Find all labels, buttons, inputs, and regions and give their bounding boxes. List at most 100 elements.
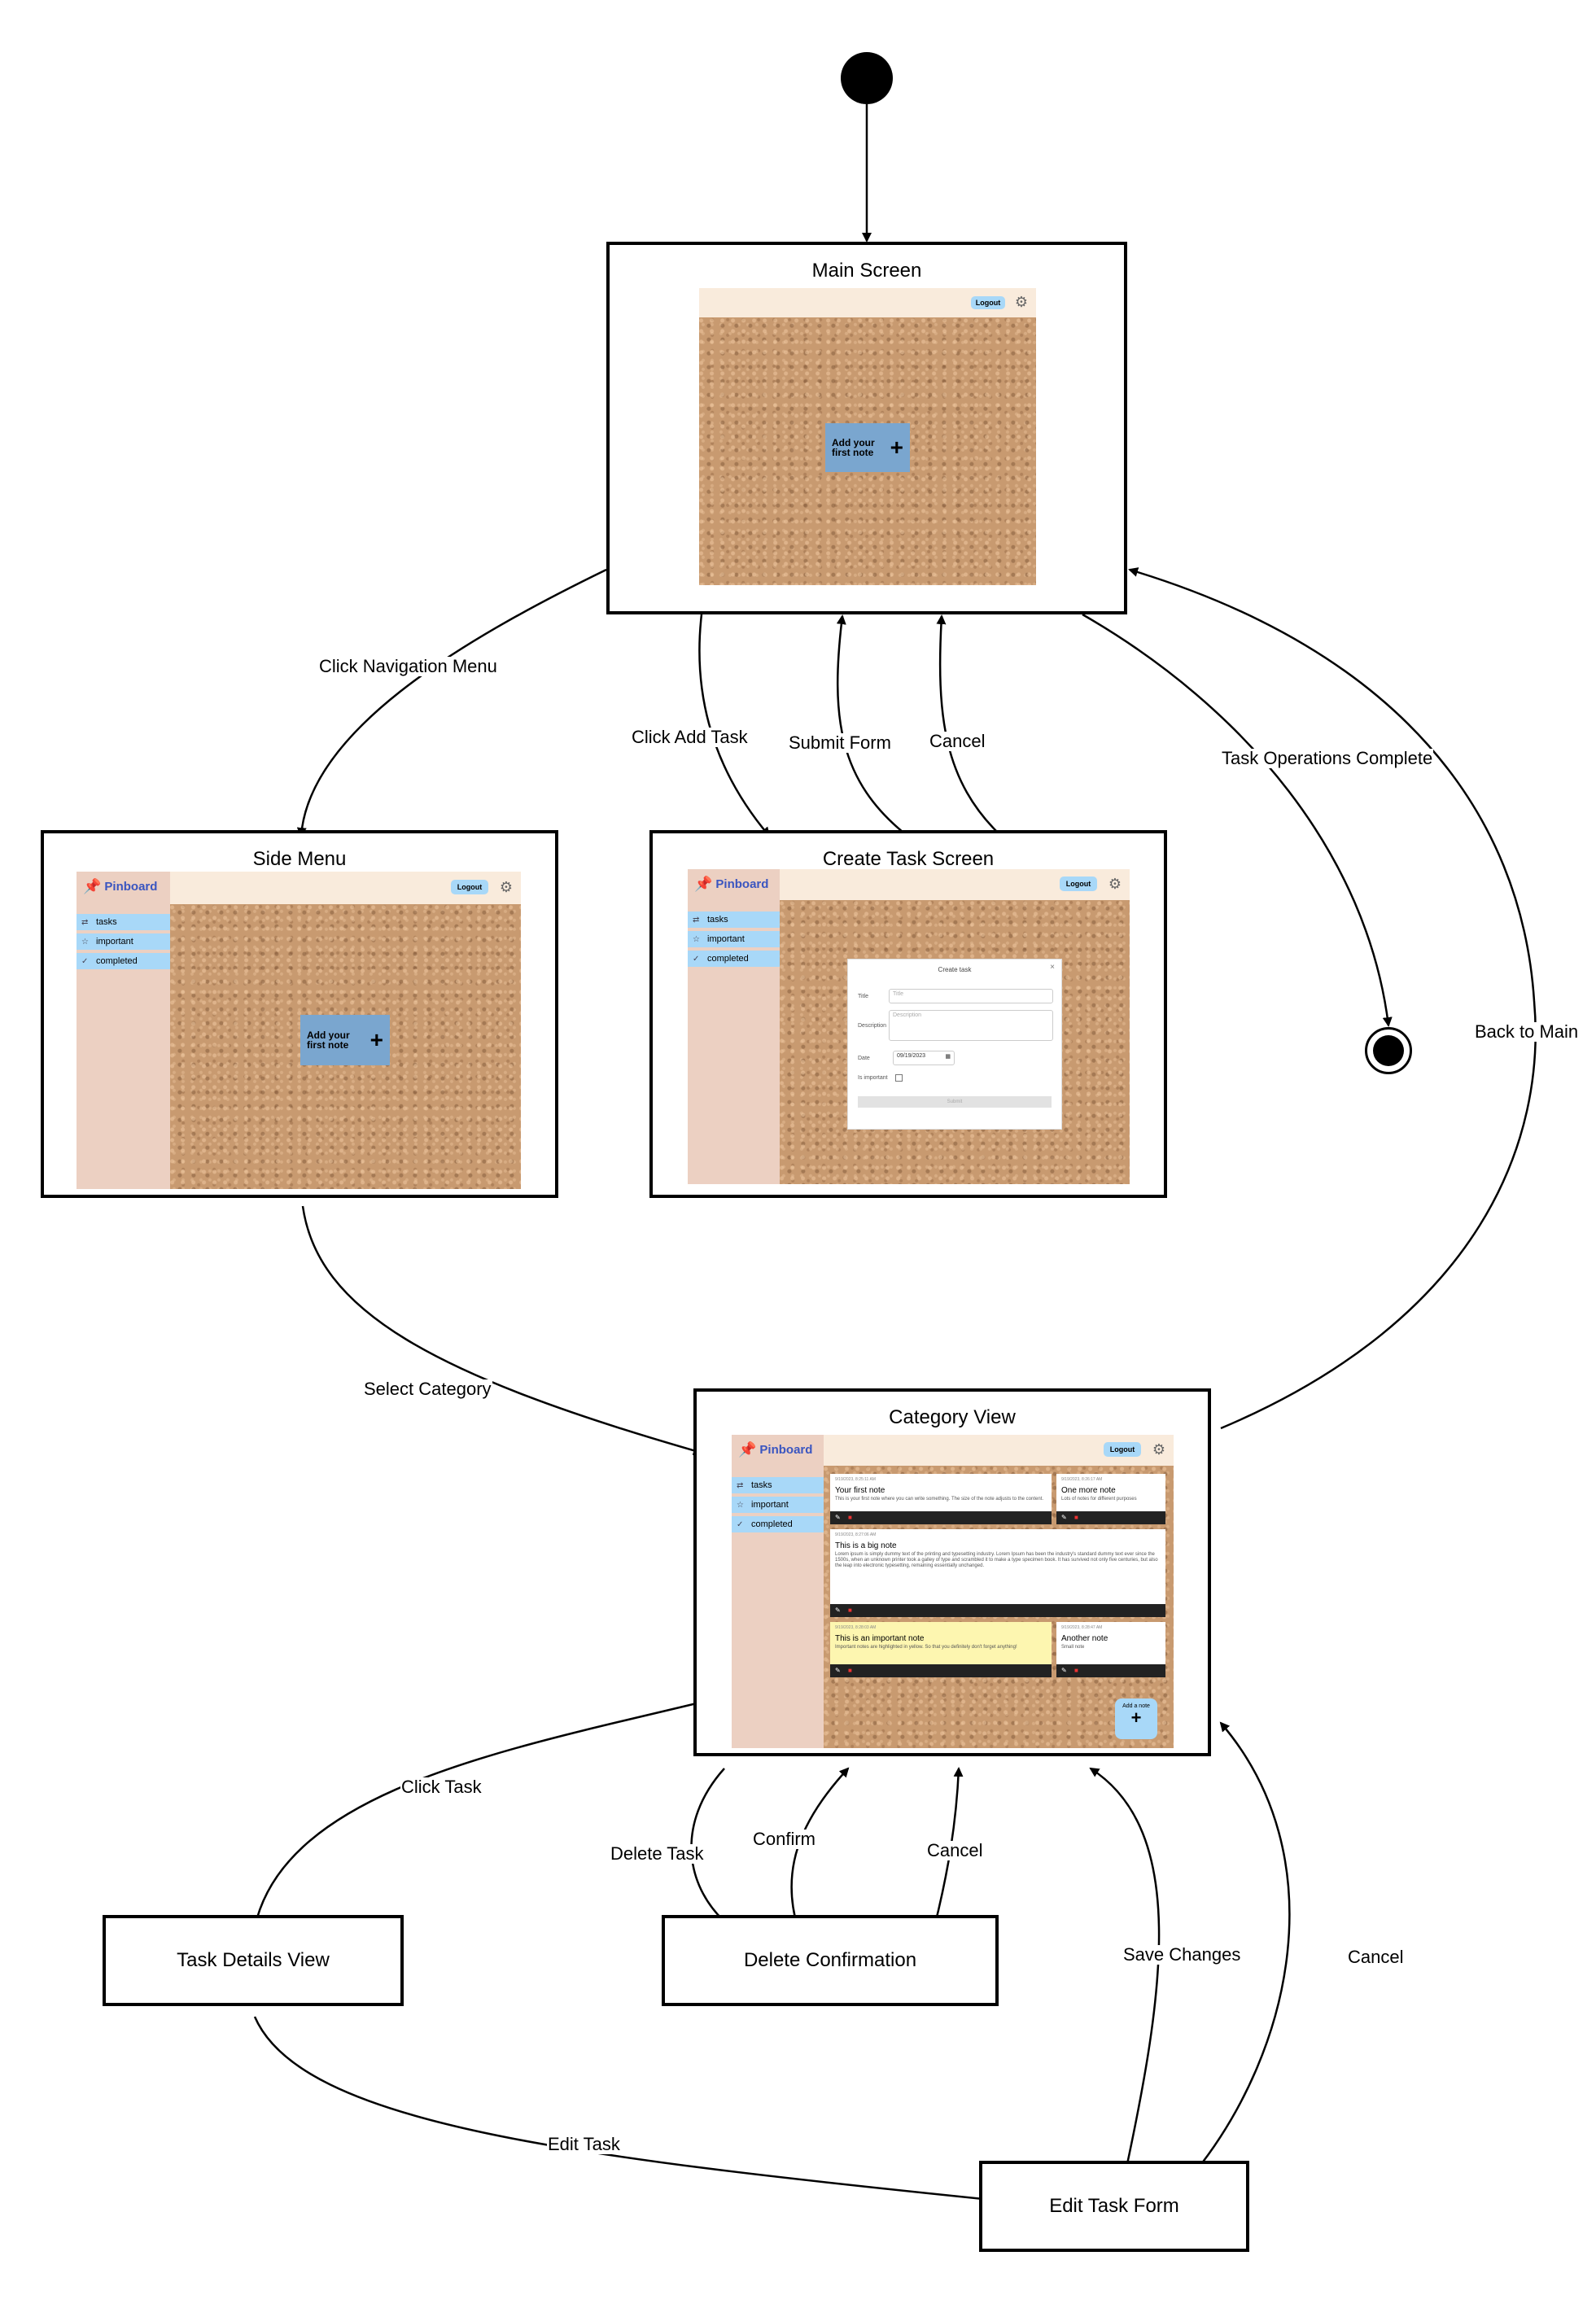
add-first-note-label: Add your first note (307, 1030, 350, 1051)
side-menu-mock: Logout ⚙ Add your first note + 📌Pinboard… (77, 872, 521, 1189)
label-cancel-edit: Cancel (1347, 1947, 1405, 1967)
state-edit-task-form: Edit Task Form (979, 2161, 1249, 2252)
state-category-view: Category View Logout ⚙ 9/19/2023, 8:25:1… (693, 1388, 1211, 1756)
final-state-node (1365, 1027, 1412, 1074)
create-task-mock: Logout ⚙ Create task × Title Title Descr… (688, 869, 1130, 1184)
plus-icon: + (369, 1027, 383, 1052)
delete-icon[interactable]: ■ (848, 1514, 852, 1521)
edit-icon[interactable]: ✎ (835, 1607, 841, 1614)
star-icon: ☆ (737, 1500, 744, 1510)
note-title: This is an important note (835, 1634, 925, 1643)
nav-label: completed (96, 956, 138, 966)
category-view-mock: Logout ⚙ 9/19/2023, 8:25:11 AM Your firs… (732, 1435, 1174, 1748)
label-task-operations-complete: Task Operations Complete (1221, 748, 1434, 768)
app-topbar: Logout ⚙ (699, 288, 1036, 317)
important-checkbox[interactable] (895, 1074, 903, 1082)
edit-icon[interactable]: ✎ (1061, 1667, 1067, 1674)
state-title: Task Details View (177, 1949, 330, 1971)
edit-icon[interactable]: ✎ (1061, 1514, 1067, 1521)
note-card[interactable]: 9/19/2023, 8:25:11 AM Your first note Th… (830, 1474, 1052, 1524)
logout-button[interactable]: Logout (971, 296, 1005, 309)
nav-label: important (707, 934, 745, 944)
state-main-screen: Main Screen Logout ⚙ Add your first note… (606, 242, 1127, 614)
logout-button[interactable]: Logout (451, 880, 488, 894)
note-card[interactable]: 9/19/2023, 8:28:47 AM Another note Small… (1056, 1622, 1165, 1677)
nav-label: tasks (96, 917, 117, 927)
label-save-changes: Save Changes (1122, 1944, 1242, 1965)
nav-item-important[interactable]: ☆important (688, 931, 780, 947)
note-card[interactable]: 9/19/2023, 8:27:06 AM This is a big note… (830, 1529, 1165, 1617)
side-navigation: 📌Pinboard ⇄tasks ☆important ✓completed (688, 869, 780, 1184)
note-body: Lots of notes for different purposes (1061, 1497, 1137, 1502)
logout-button[interactable]: Logout (1104, 1442, 1141, 1457)
label-cancel-delete: Cancel (926, 1840, 984, 1860)
nav-item-completed[interactable]: ✓completed (77, 953, 170, 969)
note-date: 9/19/2023, 8:28:47 AM (1061, 1625, 1103, 1630)
nav-item-tasks[interactable]: ⇄tasks (688, 911, 780, 928)
nav-item-tasks[interactable]: ⇄tasks (732, 1477, 824, 1493)
label-back-to-main: Back to Main (1474, 1021, 1580, 1042)
edge-create-to-main-submit (836, 614, 908, 837)
nav-item-completed[interactable]: ✓completed (688, 951, 780, 967)
nav-item-completed[interactable]: ✓completed (732, 1516, 824, 1532)
description-label: Description (858, 1023, 887, 1029)
add-first-note-button[interactable]: Add your first note + (300, 1015, 390, 1065)
label-delete-task: Delete Task (610, 1843, 705, 1864)
check-icon: ✓ (693, 954, 700, 964)
note-title: Your first note (835, 1486, 885, 1495)
initial-state-node (841, 52, 893, 104)
state-title: Category View (889, 1406, 1016, 1428)
note-date: 9/19/2023, 8:26:17 AM (1061, 1477, 1103, 1482)
corkboard: Add your first note + (170, 904, 521, 1189)
note-card[interactable]: 9/19/2023, 8:26:17 AM One more note Lots… (1056, 1474, 1165, 1524)
add-note-button[interactable]: Add a note + (1115, 1698, 1157, 1739)
label-cancel-create: Cancel (929, 731, 986, 751)
close-icon[interactable]: × (1050, 963, 1055, 972)
logout-button[interactable]: Logout (1060, 877, 1097, 891)
delete-icon[interactable]: ■ (1074, 1514, 1078, 1521)
delete-icon[interactable]: ■ (1074, 1667, 1078, 1674)
submit-button[interactable]: Submit (858, 1096, 1052, 1108)
plus-icon: + (1130, 1707, 1142, 1728)
settings-gear-icon[interactable]: ⚙ (499, 879, 513, 895)
settings-gear-icon[interactable]: ⚙ (1152, 1441, 1165, 1458)
star-icon: ☆ (81, 937, 89, 946)
edit-icon[interactable]: ✎ (835, 1514, 841, 1521)
label-click-navigation-menu: Click Navigation Menu (318, 656, 498, 676)
nav-item-important[interactable]: ☆important (77, 933, 170, 950)
edge-category-to-details (251, 1701, 701, 1929)
title-label: Title (858, 994, 868, 999)
description-input[interactable]: Description (889, 1010, 1053, 1041)
brand-logo: 📌Pinboard (694, 876, 768, 893)
label-confirm: Confirm (752, 1829, 817, 1849)
nav-label: completed (751, 1519, 793, 1529)
edit-icon[interactable]: ✎ (835, 1667, 841, 1674)
brand-logo: 📌Pinboard (738, 1441, 812, 1458)
note-actions: ✎■ (1056, 1511, 1165, 1524)
brand-name: Pinboard (715, 877, 769, 891)
delete-icon[interactable]: ■ (848, 1667, 852, 1674)
note-body: Small note (1061, 1645, 1085, 1650)
nav-label: tasks (707, 915, 728, 925)
date-input[interactable]: 09/19/2023 ▦ (893, 1051, 955, 1065)
add-first-note-button[interactable]: Add your first note + (825, 423, 910, 472)
settings-gear-icon[interactable]: ⚙ (1108, 876, 1122, 892)
note-card-important[interactable]: 9/19/2023, 8:28:03 AM This is an importa… (830, 1622, 1052, 1677)
side-navigation: 📌Pinboard ⇄tasks ☆important ✓completed (732, 1435, 824, 1748)
settings-gear-icon[interactable]: ⚙ (1014, 294, 1028, 310)
nav-item-important[interactable]: ☆important (732, 1497, 824, 1513)
pinboard-logo-icon: 📌 (738, 1441, 757, 1458)
add-note-label: Add a note (1122, 1703, 1150, 1709)
state-title: Create Task Screen (822, 848, 995, 870)
state-side-menu: Side Menu Logout ⚙ Add your first note +… (41, 830, 558, 1198)
pinboard-logo-icon: 📌 (83, 878, 102, 894)
modal-heading: Create task (938, 966, 972, 973)
brand-name: Pinboard (104, 880, 158, 894)
delete-icon[interactable]: ■ (848, 1607, 852, 1614)
note-date: 9/19/2023, 8:27:06 AM (835, 1532, 877, 1537)
side-navigation: 📌Pinboard ⇄tasks ☆important ✓completed (77, 872, 170, 1189)
nav-item-tasks[interactable]: ⇄tasks (77, 914, 170, 930)
title-input[interactable]: Title (889, 989, 1053, 1003)
corkboard: Add your first note + (699, 317, 1036, 585)
